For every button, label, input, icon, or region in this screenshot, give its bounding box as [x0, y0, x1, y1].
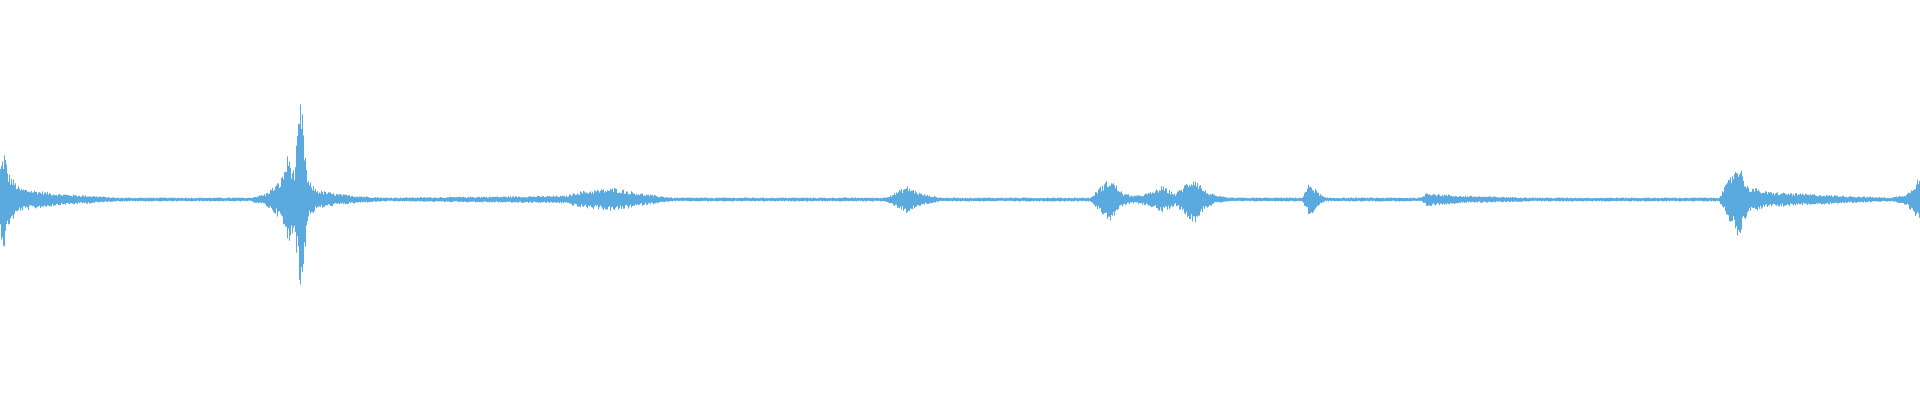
waveform-path	[0, 104, 1920, 285]
waveform-samples	[0, 104, 1920, 285]
